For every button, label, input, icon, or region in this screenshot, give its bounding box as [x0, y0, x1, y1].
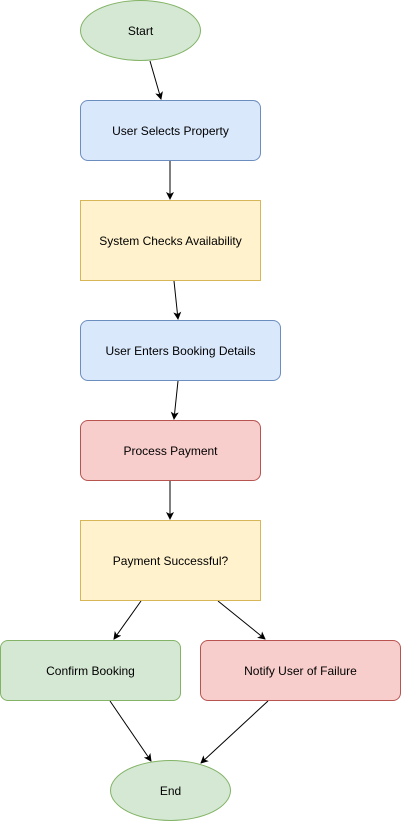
end-node: End [110, 760, 231, 821]
confirm-booking-node: Confirm Booking [0, 640, 181, 701]
payment-successful-label: Payment Successful? [112, 553, 229, 568]
process-payment-node: Process Payment [80, 420, 261, 481]
process-payment-label: Process Payment [123, 443, 218, 458]
select-property-node: User Selects Property [80, 100, 261, 161]
check-availability-label: System Checks Availability [99, 233, 242, 248]
select-property-label: User Selects Property [112, 123, 229, 138]
edge-check-availability-to-enter-details [173, 280, 182, 320]
start-node-label: Start [127, 23, 154, 38]
enter-booking-details-node: User Enters Booking Details [80, 320, 281, 381]
confirm-booking-label: Confirm Booking [46, 663, 135, 678]
enter-booking-details-label: User Enters Booking Details [105, 343, 256, 358]
edge-confirm-booking-to-end [109, 700, 152, 762]
edge-payment-successful-to-confirm-booking [113, 600, 142, 640]
notify-failure-label: Notify User of Failure [244, 663, 357, 678]
edge-payment-successful-to-notify-failure [217, 600, 266, 640]
edge-enter-details-to-process-payment [170, 380, 179, 420]
start-node: Start [80, 0, 201, 61]
payment-successful-decision-node: Payment Successful? [80, 520, 261, 601]
edge-start-to-select-property [149, 60, 163, 100]
end-node-label: End [159, 783, 182, 798]
check-availability-node: System Checks Availability [80, 200, 261, 281]
edge-notify-failure-to-end [200, 700, 269, 764]
notify-failure-node: Notify User of Failure [200, 640, 401, 701]
